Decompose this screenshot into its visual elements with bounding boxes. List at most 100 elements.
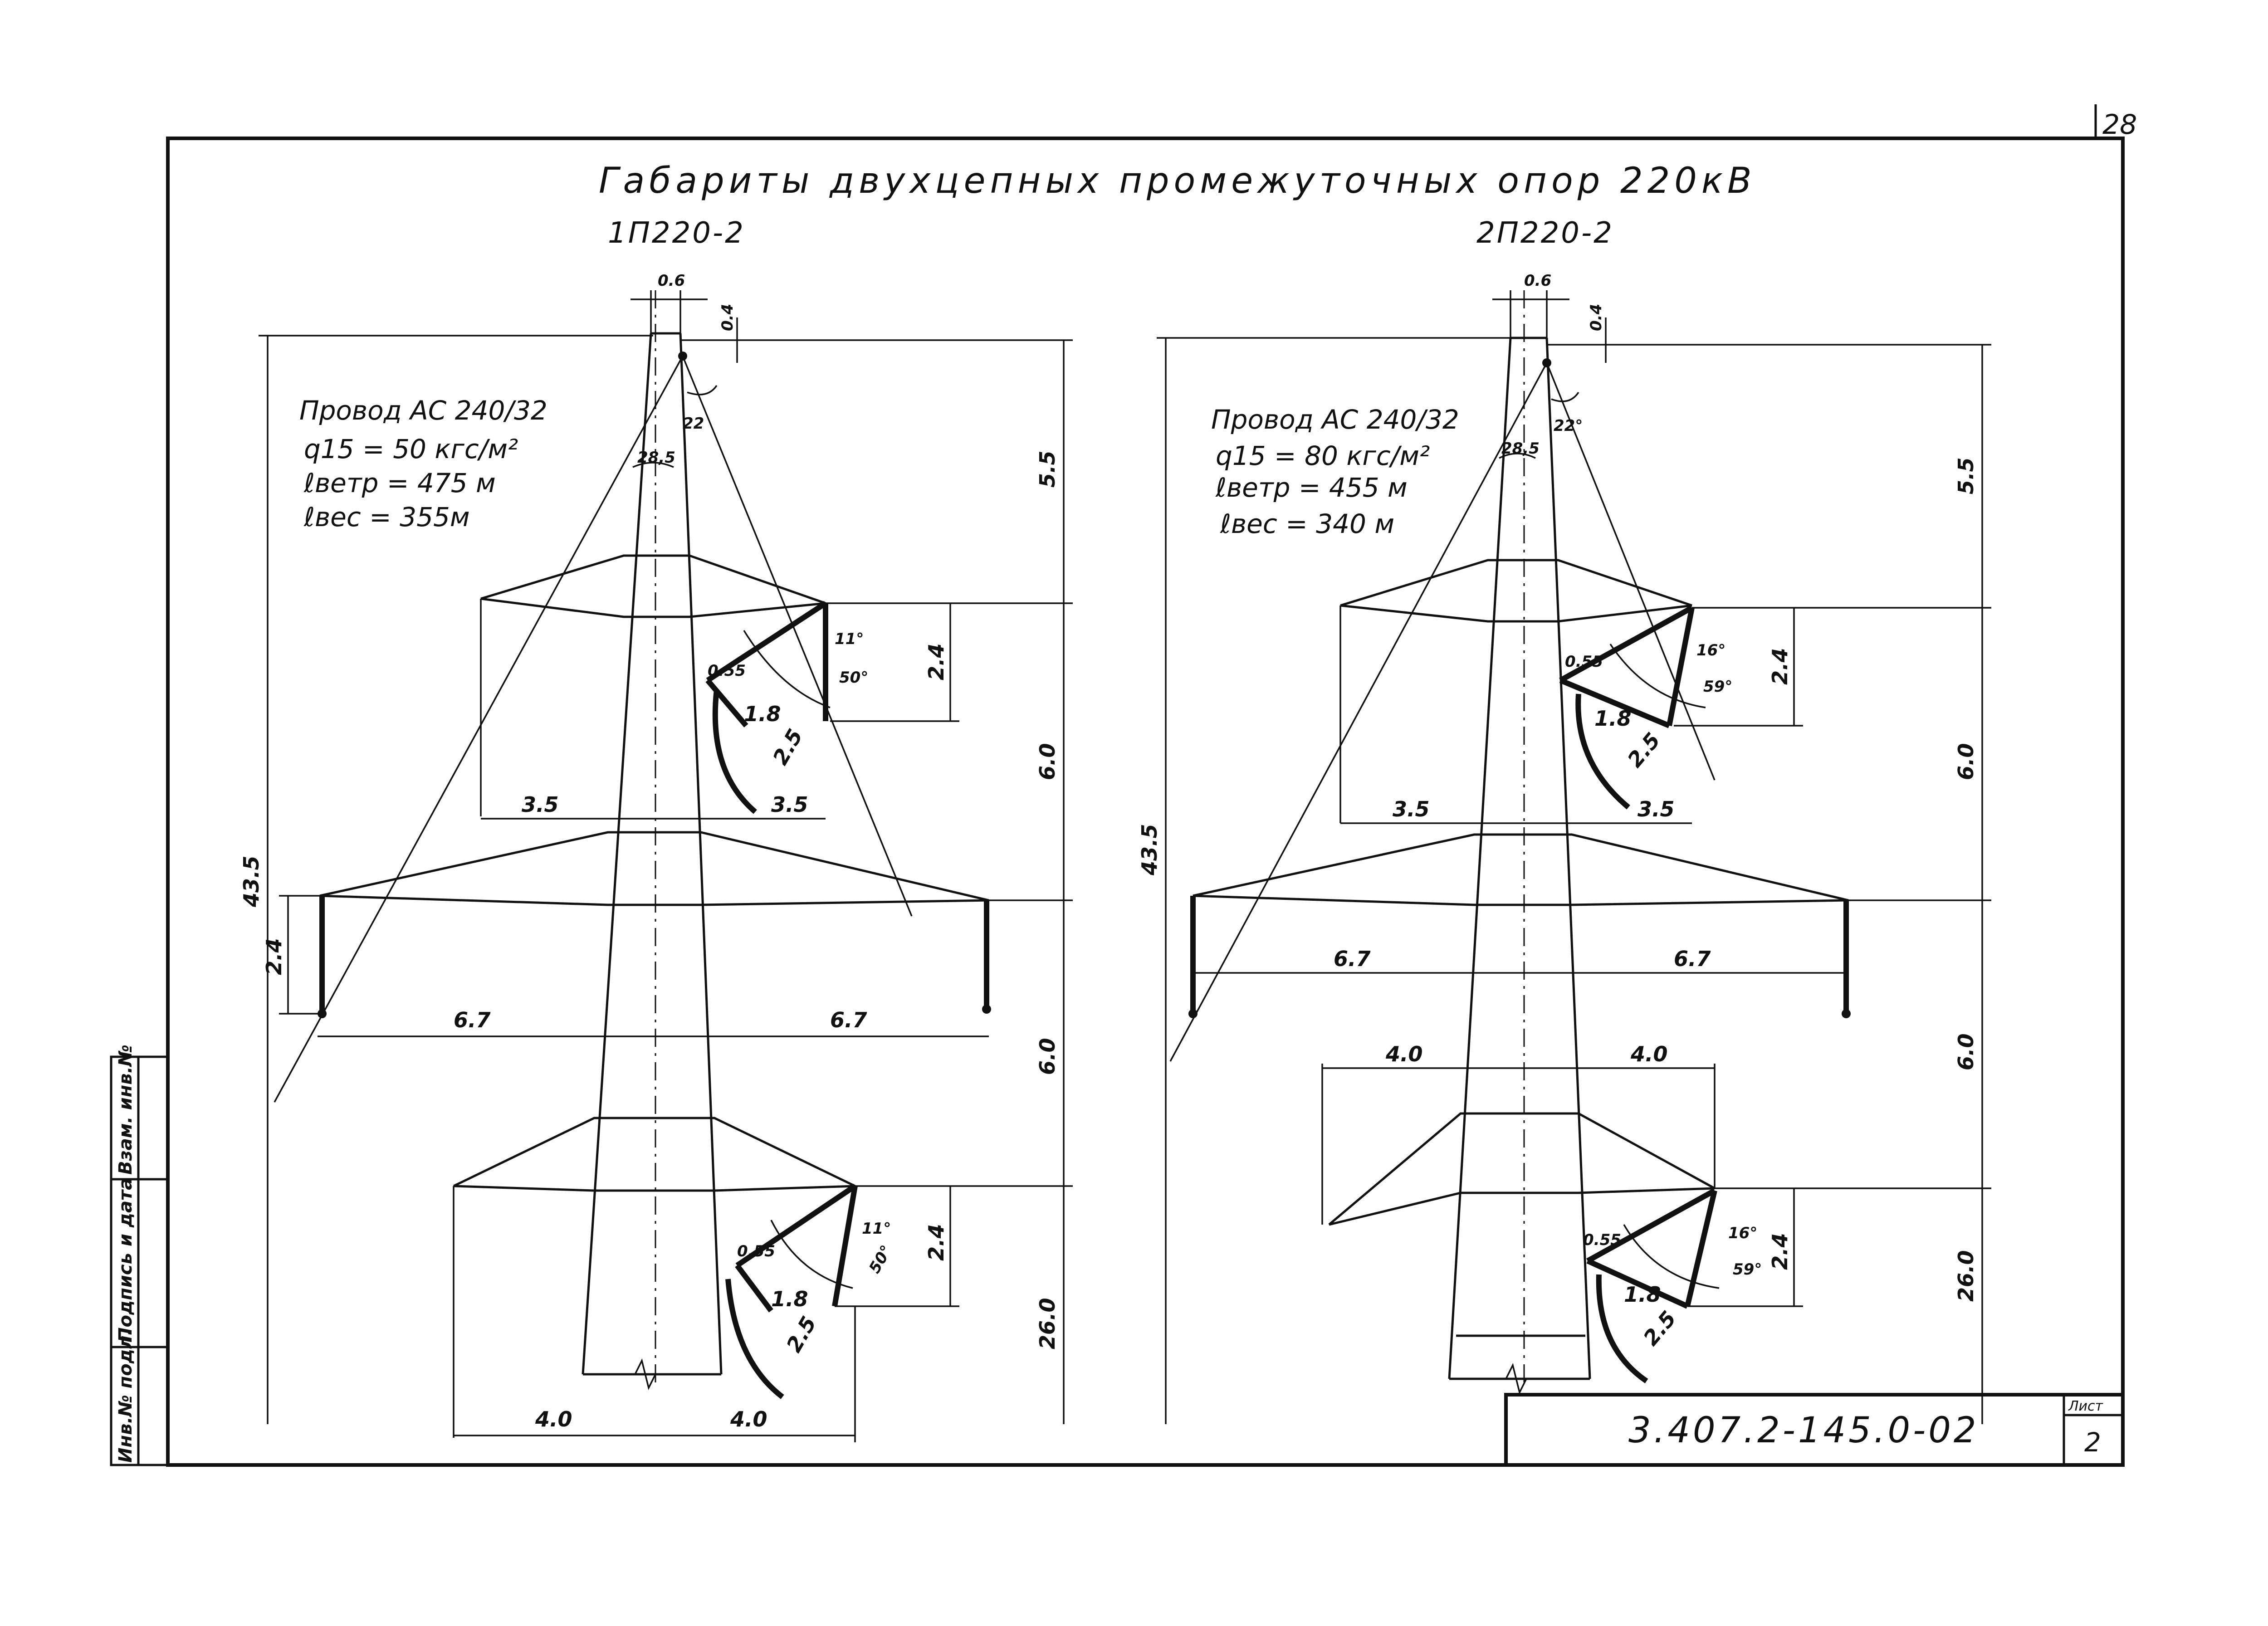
tower-1-clr-18-low: 1.8 xyxy=(771,1287,808,1311)
side-stamp: Инв.№ подл. Подпись и дата Взам. инв.№ xyxy=(110,1045,169,1466)
tower-2-top-width: 0.6 xyxy=(1524,272,1551,290)
tower-1-middle-traverse xyxy=(318,831,991,1018)
tower-2-top-dims: 0.6 0.4 28,5 22° xyxy=(1492,272,1607,459)
tower-1-upper-traverse xyxy=(480,554,826,816)
drawing-code: 3.407.2-145.0-02 xyxy=(1628,1410,1979,1451)
tower-1-top-dims: 0.6 0.4 28,5 22 xyxy=(631,272,738,468)
tower-1-upper-insulator xyxy=(705,601,831,814)
sheet-number: 2 xyxy=(2084,1427,2101,1458)
tower-2-top-offset: 0.4 xyxy=(1587,304,1605,331)
tower-2-total-height: 43.5 xyxy=(1137,337,1510,1424)
tower-1-arm-mid-left: 6.7 xyxy=(454,1008,491,1032)
sheet-label: Лист xyxy=(2068,1398,2104,1414)
tower-2-wire: Провод АС 240/32 xyxy=(1211,404,1459,435)
tower-2-ang-low-2: 59° xyxy=(1733,1260,1762,1279)
tower-2-lower-insulator xyxy=(1586,1188,1720,1383)
tower-2-arm-low-left: 4.0 xyxy=(1385,1042,1423,1066)
stamp-vzam-inv: Взам. инв.№ xyxy=(115,1045,136,1175)
tower-2-h3: 6.0 xyxy=(1954,1034,1978,1071)
tower-1-l-wind: ℓветр = 475 м xyxy=(303,468,496,498)
tower-2-height-dims: 5.5 6.0 6.0 26.0 xyxy=(1547,344,1991,1424)
tower-2-l-weight: ℓвес = 340 м xyxy=(1220,508,1394,539)
tower-1-insulator-dims: 2.4 2.4 2.4 xyxy=(262,603,959,1307)
tower-1-ground-wire-lines xyxy=(274,352,913,1103)
tower-1-clr-055-low: 0.55 xyxy=(737,1242,775,1260)
tower-1-h3: 6.0 xyxy=(1035,1038,1060,1075)
tower-1-total-height: 43.5 xyxy=(239,335,653,1424)
tower-2-ins-len: 2.4 xyxy=(1768,648,1792,685)
tower-2-ang-upper-2: 59° xyxy=(1703,678,1732,696)
page-title: Габариты двухцепных промежуточных опор 2… xyxy=(599,161,1756,201)
tower-2-middle-traverse xyxy=(1188,833,1851,1018)
tower-2-ang-upper-1: 16° xyxy=(1696,641,1725,659)
stamp-signature-date: Подпись и дата xyxy=(115,1178,136,1343)
tower-2-ground-wire-lines xyxy=(1169,358,1716,1062)
tower-1-ins-len-left: 2.4 xyxy=(262,938,286,976)
tower-2-arm-upper-left: 3.5 xyxy=(1393,797,1430,821)
tower-1-shaft xyxy=(582,332,723,1391)
tower-2-clr-055-upper: 0.55 xyxy=(1565,653,1603,671)
tower-2-l-wind: ℓветр = 455 м xyxy=(1215,472,1408,503)
tower-2-shaft xyxy=(1448,337,1591,1395)
tower-1-top-offset: 0.4 xyxy=(719,304,737,331)
tower-1-lower-insulator xyxy=(725,1184,858,1399)
tower-2-arm-upper-right: 3.5 xyxy=(1637,797,1675,821)
tower-2-clr-25-low: 2.5 xyxy=(1638,1306,1681,1350)
tower-1-h4: 26.0 xyxy=(1035,1298,1060,1350)
tower-1-q15: q15 = 50 кгс/м² xyxy=(304,434,518,464)
tower-1-ins-len-low: 2.4 xyxy=(924,1224,948,1261)
tower-1-h1: 5.5 xyxy=(1035,451,1060,488)
sheet-frame: 28 xyxy=(166,104,2137,1467)
tower-2-angle-a: 28,5 xyxy=(1501,439,1540,458)
tower-2-h2: 6.0 xyxy=(1954,743,1978,781)
tower-1-angle-b: 22 xyxy=(683,415,704,433)
tower-1-notes: Провод АС 240/32 q15 = 50 кгс/м² ℓветр =… xyxy=(299,395,547,532)
tower-1-height-dims: 5.5 6.0 6.0 26.0 xyxy=(680,339,1073,1424)
tower-2-clr-18-upper: 1.8 xyxy=(1594,706,1632,731)
tower-1-top-width: 0.6 xyxy=(658,272,685,290)
tower-1-arm-low-right: 4.0 xyxy=(730,1407,767,1431)
tower-1-arm-low-left: 4.0 xyxy=(535,1407,572,1431)
tower-1-clr-25-upper: 2.5 xyxy=(768,725,808,769)
tower-2-name: 2П220-2 xyxy=(1476,216,1614,250)
tower-1-ang-upper-1: 11° xyxy=(835,630,864,648)
tower-2-clearance-labels: 0.55 1.8 2.5 16° 59° 0.55 1.8 2.5 16° 59… xyxy=(1565,641,1762,1350)
tower-2-arm-mid-left: 6.7 xyxy=(1334,947,1371,971)
tower-1-angle-a: 28,5 xyxy=(637,449,675,467)
title-block: 3.407.2-145.0-02 Лист 2 xyxy=(1504,1393,2125,1467)
tower-1-clearance-labels: 0.55 1.8 2.5 11° 50° 0.55 1.8 2.5 11° 50… xyxy=(708,630,896,1357)
tower-1-name: 1П220-2 xyxy=(608,216,745,250)
tower-1-arm-upper-left: 3.5 xyxy=(522,792,559,817)
tower-1-clr-18-upper: 1.8 xyxy=(744,702,781,726)
tower-2-angle-b: 22° xyxy=(1554,417,1583,435)
tower-1: 1П220-2 Провод АС 240/32 q15 = 50 кгс/м²… xyxy=(239,216,1073,1442)
tower-2-clr-055-low: 0.55 xyxy=(1583,1231,1621,1249)
tower-1-arm-mid-right: 6.7 xyxy=(830,1008,867,1032)
tower-1-total: 43.5 xyxy=(239,856,264,908)
stamp-inv-podl: Инв.№ подл. xyxy=(115,1328,136,1463)
tower-1-clr-055-upper: 0.55 xyxy=(708,662,746,680)
page-number: 28 xyxy=(2102,109,2137,141)
tower-2-arm-low-right: 4.0 xyxy=(1630,1042,1668,1066)
tower-1-l-weight: ℓвес = 355м xyxy=(303,502,470,532)
tower-1-ang-upper-2: 50° xyxy=(839,669,868,687)
tower-1-ang-low-2: 50° xyxy=(865,1242,896,1277)
tower-1-arm-upper-right: 3.5 xyxy=(771,792,808,817)
tower-2-clr-25-upper: 2.5 xyxy=(1623,728,1665,772)
tower-2-ins-len-low: 2.4 xyxy=(1768,1233,1792,1270)
tower-1-lower-traverse xyxy=(453,1117,856,1438)
tower-2-h1: 5.5 xyxy=(1954,458,1978,495)
tower-1-arm-dims: 3.5 3.5 6.7 6.7 4.0 4.0 xyxy=(318,792,989,1442)
tower-1-h2: 6.0 xyxy=(1035,743,1060,781)
tower-1-ang-low-1: 11° xyxy=(862,1220,891,1238)
tower-1-clr-25-low: 2.5 xyxy=(782,1312,821,1357)
tower-2-arm-mid-right: 6.7 xyxy=(1674,947,1711,971)
tower-2-upper-insulator xyxy=(1559,605,1706,810)
tower-2-arm-dims: 3.5 3.5 6.7 6.7 4.0 4.0 xyxy=(1193,797,1848,1069)
tower-2-clr-18-low: 1.8 xyxy=(1624,1282,1661,1307)
tower-2-h4: 26.0 xyxy=(1954,1250,1978,1302)
tower-2-total: 43.5 xyxy=(1137,824,1162,876)
tower-2-q15: q15 = 80 кгс/м² xyxy=(1216,440,1430,471)
